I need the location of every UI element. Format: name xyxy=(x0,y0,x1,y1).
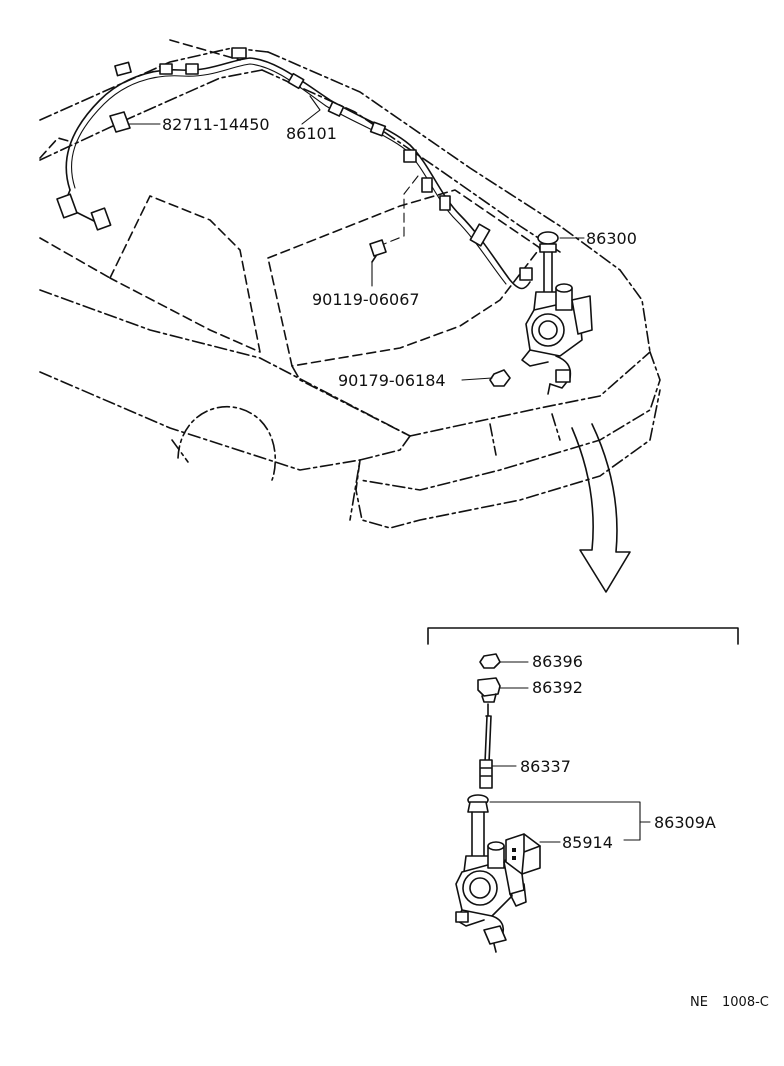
callout-labels: 82711-14450 86101 86300 90119-06067 9017… xyxy=(162,115,716,852)
callout-85914: 85914 xyxy=(562,833,613,852)
antenna-mast-86337 xyxy=(479,703,517,789)
detail-bracket xyxy=(427,627,739,645)
callout-90119-06067: 90119-06067 xyxy=(312,290,420,309)
wire-harness xyxy=(56,47,533,290)
ref-prefix: NE xyxy=(690,995,708,1010)
nut-part xyxy=(489,369,511,387)
detail-arrow xyxy=(571,423,631,593)
callout-86396: 86396 xyxy=(532,652,583,671)
bolt-part xyxy=(369,175,419,263)
callout-86101: 86101 xyxy=(286,124,337,143)
callout-86309A: 86309A xyxy=(654,813,716,832)
callout-86392: 86392 xyxy=(532,678,583,697)
antenna-relay-85914 xyxy=(505,833,561,875)
antenna-assembly-installed xyxy=(521,231,593,395)
callout-90179-06184: 90179-06184 xyxy=(338,371,446,390)
car-body-outline xyxy=(39,39,661,529)
callout-86300: 86300 xyxy=(586,229,637,248)
ref-number: 1008-C xyxy=(722,995,769,1010)
reference-code: NE 1008-C xyxy=(690,995,769,1010)
callout-86337: 86337 xyxy=(520,757,571,776)
antenna-bushing-86392 xyxy=(477,677,529,703)
antenna-motor-assembly-86309A xyxy=(455,794,651,953)
upper-leader-lines xyxy=(127,95,585,381)
antenna-cap-86396 xyxy=(479,653,529,669)
callout-82711-14450: 82711-14450 xyxy=(162,115,270,134)
